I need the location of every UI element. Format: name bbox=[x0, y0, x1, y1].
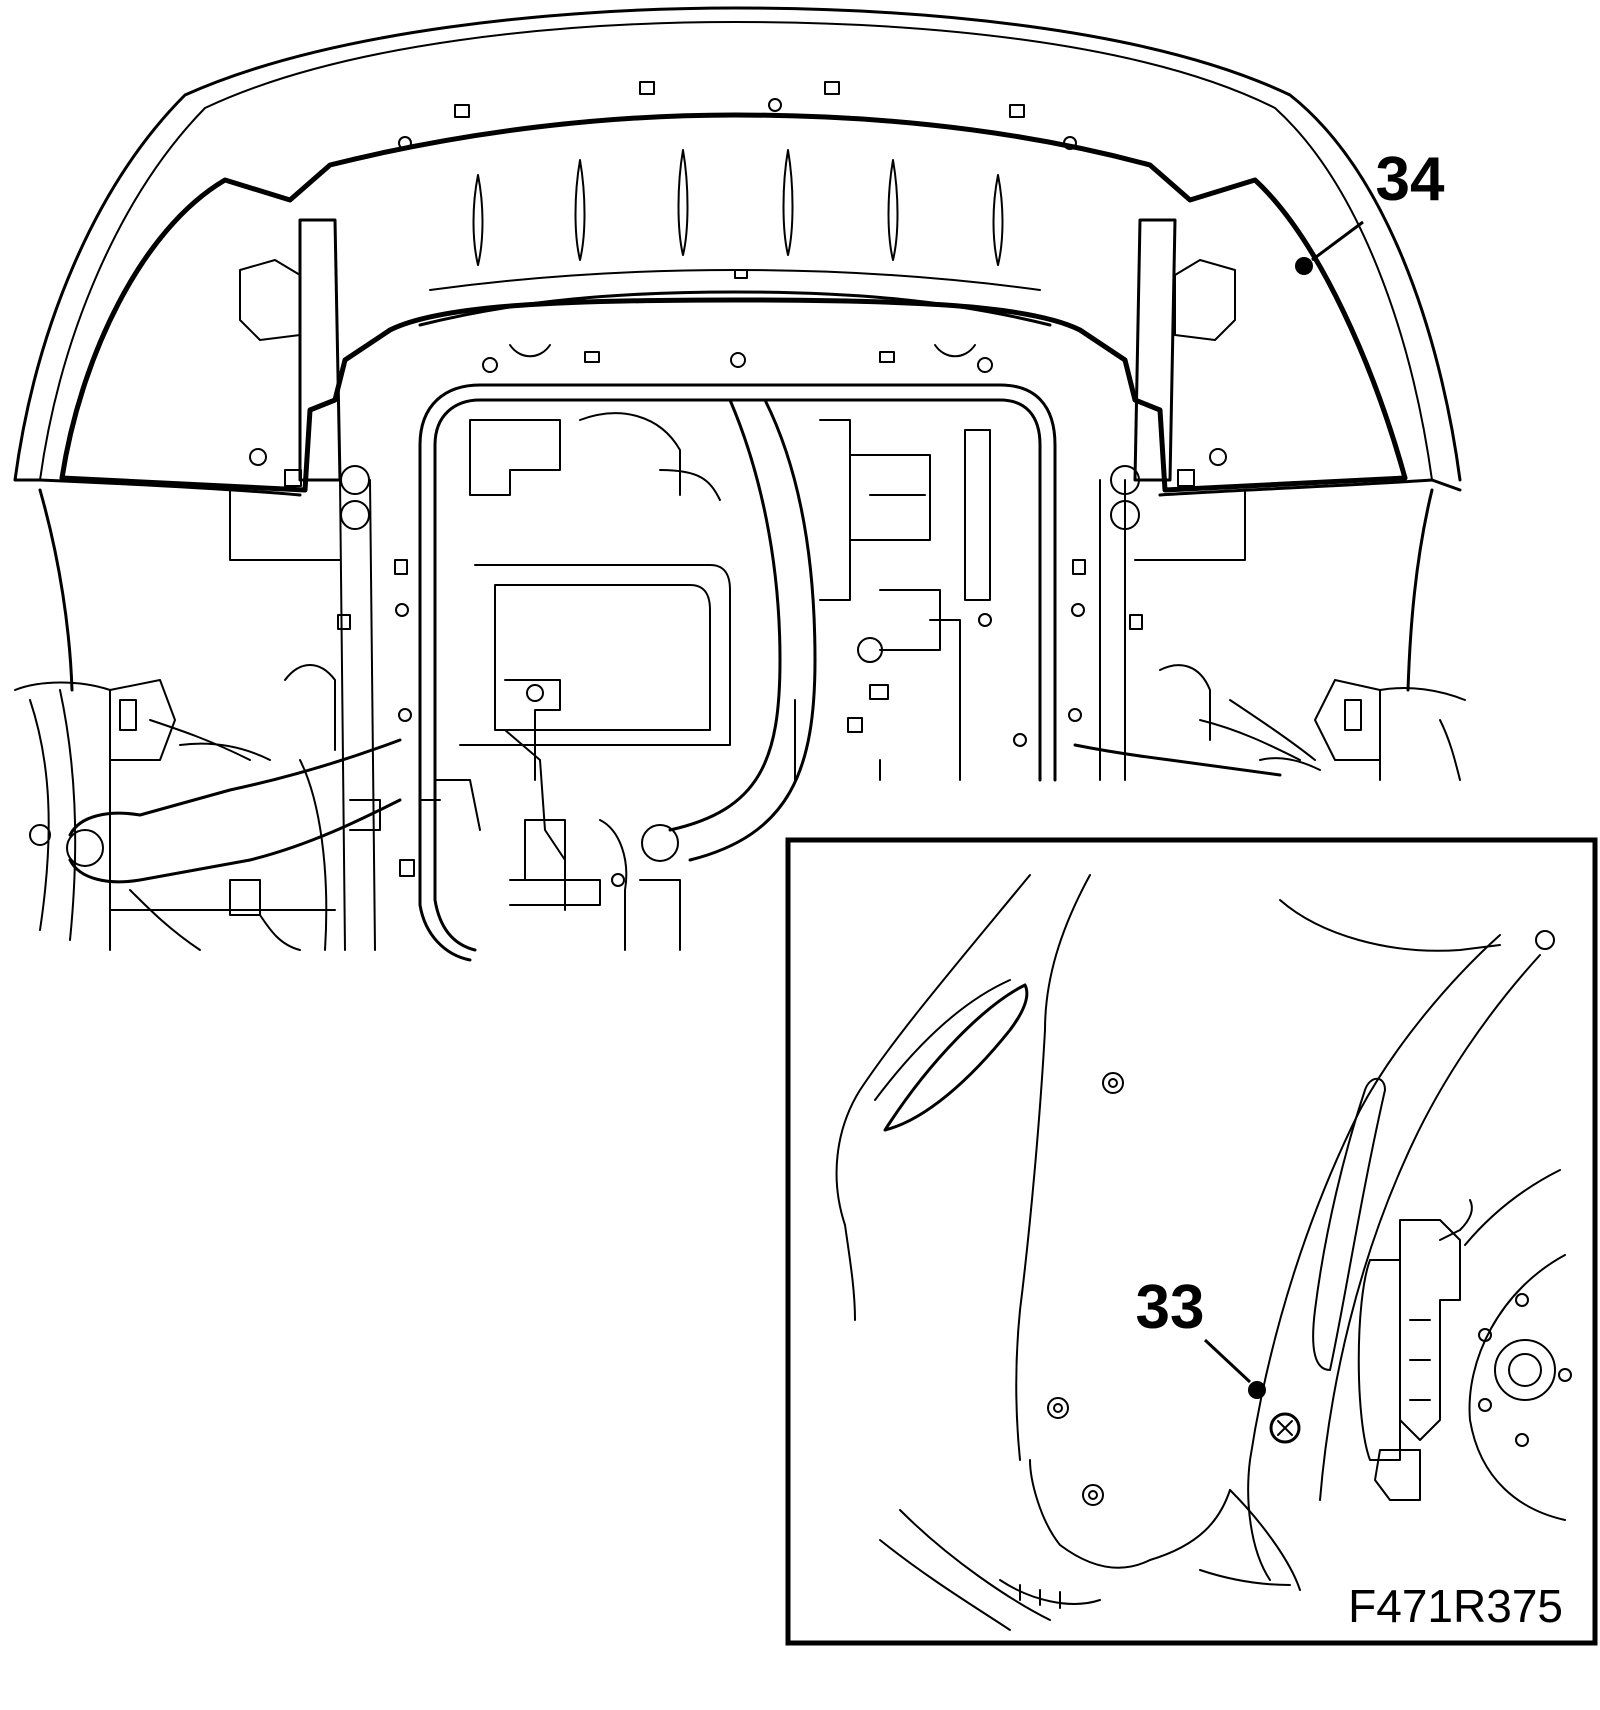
callout-33-label: 33 bbox=[1136, 1273, 1205, 1342]
screw-33 bbox=[1269, 1412, 1301, 1444]
callout-33: 33 bbox=[1136, 1273, 1266, 1399]
inset-drawing bbox=[835, 874, 1572, 1631]
callout-34-label: 34 bbox=[1376, 145, 1445, 214]
front-bumper-assembly bbox=[13, 6, 1462, 692]
detail-inset bbox=[785, 837, 1598, 1646]
right-suspension bbox=[1073, 664, 1466, 781]
subframe-and-engine-bay bbox=[337, 344, 1143, 962]
left-suspension bbox=[14, 664, 415, 951]
callout-34: 34 bbox=[1295, 145, 1445, 275]
figure-code: F471R375 bbox=[1348, 1580, 1563, 1632]
